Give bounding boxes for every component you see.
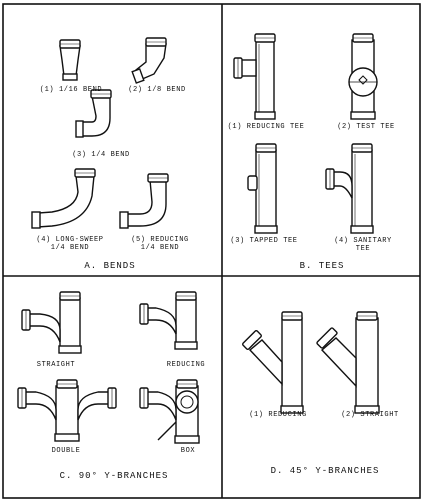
tapped-tee-figure	[247, 143, 278, 234]
label-y90-box: BOX	[180, 447, 196, 455]
label-test-tee: (2) TEST TEE	[337, 123, 395, 131]
label-1-8-bend: (2) 1/8 BEND	[128, 86, 186, 94]
title-90-y-branches: C. 90° Y-BRANCHES	[59, 471, 169, 481]
label-reducing-tee: (1) REDUCING TEE	[227, 123, 305, 131]
y45-straight-figure	[316, 311, 380, 414]
y90-reducing-figure	[139, 291, 198, 350]
y90-straight-figure	[21, 291, 82, 354]
label-tapped-tee: (3) TAPPED TEE	[230, 237, 298, 245]
panel-90-y-branches	[17, 291, 200, 444]
title-tees: B. TEES	[299, 261, 345, 271]
panel-bends	[31, 37, 169, 229]
label-1-4-bend: (3) 1/4 BEND	[72, 151, 130, 159]
y45-reducing-figure	[242, 311, 304, 414]
label-y90-reducing: REDUCING	[166, 361, 206, 369]
title-bends: A. BENDS	[84, 261, 136, 271]
label-reducing-bend: (5) REDUCING 1/4 BEND	[131, 236, 189, 252]
panel-45-y-branches	[242, 311, 380, 414]
label-y45-reducing: (1) REDUCING	[249, 411, 307, 419]
label-long-sweep-bend: (4) LONG-SWEEP 1/4 BEND	[36, 236, 104, 252]
bend-long-sweep-figure	[31, 168, 96, 229]
bend-1-8-figure	[131, 37, 167, 84]
y90-box-figure	[139, 379, 200, 444]
label-y90-double: DOUBLE	[51, 447, 81, 455]
title-45-y-branches: D. 45° Y-BRANCHES	[270, 466, 380, 476]
label-sanitary-tee: (4) SANITARY TEE	[334, 237, 392, 253]
test-tee-figure	[348, 33, 378, 120]
reducing-tee-figure	[233, 33, 276, 120]
y90-double-figure	[17, 379, 117, 442]
bend-reducing-figure	[119, 173, 169, 229]
label-1-16-bend: (1) 1/16 BEND	[39, 86, 103, 94]
bend-1-4-figure	[75, 89, 112, 138]
label-y45-straight: (2) STRAIGHT	[341, 411, 399, 419]
panel-frame	[2, 3, 421, 499]
bend-1-16-figure	[59, 39, 81, 81]
sanitary-tee-figure	[325, 143, 374, 234]
panel-tees	[233, 33, 378, 234]
label-y90-straight: STRAIGHT	[36, 361, 76, 369]
